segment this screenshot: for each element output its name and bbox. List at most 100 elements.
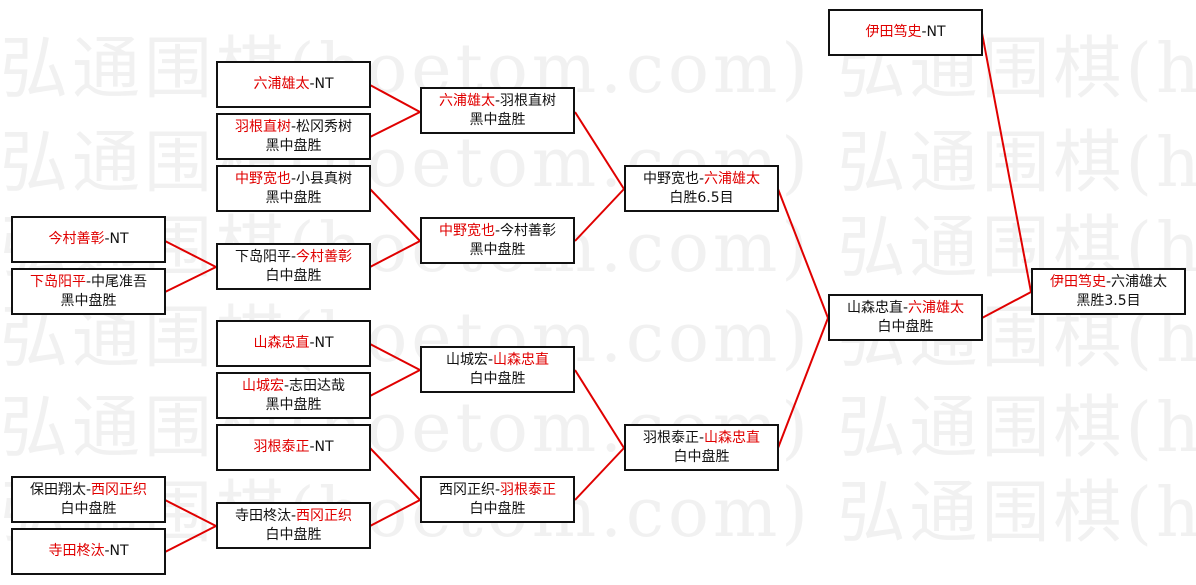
match-result: 黑中盘胜 — [265, 189, 322, 206]
winner-name: 六浦雄太 — [253, 76, 310, 92]
match-players: 六浦雄太-NT — [253, 75, 333, 94]
match-result: 黑中盘胜 — [60, 292, 117, 309]
player-separator: - — [494, 92, 501, 109]
winner-name: 中野宽也 — [234, 170, 291, 187]
player-name: 山城宏 — [445, 351, 488, 368]
player-separator: - — [85, 273, 92, 290]
winner-name: 下岛阳平 — [29, 273, 86, 290]
winner-name: 伊田笃史 — [865, 24, 922, 40]
match-players: 伊田笃史-六浦雄太 — [1050, 273, 1167, 292]
match-box: 羽根泰正-NT — [216, 424, 371, 471]
player-name: NT — [109, 543, 129, 559]
match-box: 保田翔太-西冈正织白中盘胜 — [11, 476, 166, 523]
match-players: 寺田柊汰-NT — [48, 542, 128, 561]
match-result: 白胜6.5目 — [669, 189, 734, 206]
connector-line — [164, 240, 217, 268]
winner-name: 山森忠直 — [493, 351, 550, 368]
match-players: 山森忠直-NT — [253, 334, 333, 353]
match-box: 寺田柊汰-NT — [11, 528, 166, 575]
match-result: 黑胜3.5目 — [1076, 292, 1141, 309]
match-box: 下岛阳平-今村善彰白中盘胜 — [216, 243, 371, 290]
player-name: 山森忠直 — [846, 299, 903, 316]
match-players: 今村善彰-NT — [48, 230, 128, 249]
player-separator: - — [494, 222, 501, 239]
player-separator: - — [104, 543, 110, 559]
player-separator: - — [1105, 273, 1112, 290]
winner-name: 西冈正织 — [91, 481, 148, 498]
connector-line — [574, 188, 625, 242]
match-players: 羽根泰正-NT — [253, 438, 333, 457]
match-players: 羽根泰正-山森忠直 — [643, 429, 760, 448]
player-separator: - — [921, 24, 927, 40]
connector-line — [164, 525, 217, 553]
match-box: 中野宽也-六浦雄太白胜6.5目 — [624, 165, 779, 212]
match-box: 山城宏-志田达哉黑中盘胜 — [216, 372, 371, 419]
connector-line — [574, 111, 625, 190]
match-box: 下岛阳平-中尾准吾黑中盘胜 — [11, 268, 166, 315]
player-name: 志田达哉 — [289, 377, 346, 394]
player-name: 中尾准吾 — [91, 273, 148, 290]
player-name: NT — [314, 439, 334, 455]
match-players: 山城宏-志田达哉 — [242, 377, 345, 396]
player-separator: - — [309, 439, 315, 455]
player-name: 保田翔太 — [29, 481, 86, 498]
player-name: 羽根泰正 — [642, 429, 699, 446]
connector-line — [981, 32, 1032, 293]
player-separator: - — [494, 481, 501, 498]
player-separator: - — [487, 351, 494, 368]
winner-name: 山森忠直 — [253, 335, 310, 351]
player-name: 中野宽也 — [642, 170, 699, 187]
player-separator: - — [290, 118, 297, 135]
connector-line — [164, 266, 217, 293]
connector-line — [369, 343, 421, 371]
match-result: 白中盘胜 — [265, 267, 322, 284]
connector-line — [574, 447, 625, 501]
player-name: 松冈秀树 — [296, 118, 353, 135]
match-result: 黑中盘胜 — [469, 241, 526, 258]
match-players: 伊田笃史-NT — [865, 23, 945, 42]
match-box: 中野宽也-今村善彰黑中盘胜 — [420, 217, 575, 264]
match-box: 伊田笃史-NT — [828, 9, 983, 56]
winner-name: 寺田柊汰 — [48, 543, 105, 559]
player-separator: - — [290, 248, 297, 265]
connector-line — [369, 111, 421, 138]
player-name: 羽根直树 — [500, 92, 557, 109]
player-separator: - — [283, 377, 290, 394]
match-players: 中野宽也-六浦雄太 — [643, 170, 760, 189]
winner-name: 六浦雄太 — [908, 299, 965, 316]
player-separator: - — [698, 429, 705, 446]
match-result: 白中盘胜 — [469, 370, 526, 387]
player-name: NT — [314, 335, 334, 351]
match-players: 下岛阳平-中尾准吾 — [30, 273, 147, 292]
match-result: 白中盘胜 — [60, 500, 117, 517]
match-box: 西冈正织-羽根泰正白中盘胜 — [420, 476, 575, 523]
match-box: 羽根泰正-山森忠直白中盘胜 — [624, 424, 779, 471]
match-box: 山森忠直-NT — [216, 320, 371, 367]
player-separator: - — [309, 335, 315, 351]
match-result: 白中盘胜 — [877, 318, 934, 335]
player-separator: - — [104, 231, 110, 247]
match-players: 保田翔太-西冈正织 — [30, 481, 147, 500]
player-name: NT — [926, 24, 946, 40]
match-players: 山城宏-山森忠直 — [446, 351, 549, 370]
winner-name: 中野宽也 — [438, 222, 495, 239]
match-players: 中野宽也-今村善彰 — [439, 222, 556, 241]
winner-name: 山城宏 — [241, 377, 284, 394]
match-box: 中野宽也-小县真树黑中盘胜 — [216, 165, 371, 212]
match-box: 羽根直树-松冈秀树黑中盘胜 — [216, 113, 371, 160]
match-players: 下岛阳平-今村善彰 — [235, 248, 352, 267]
match-result: 黑中盘胜 — [265, 137, 322, 154]
match-players: 山森忠直-六浦雄太 — [847, 299, 964, 318]
match-players: 羽根直树-松冈秀树 — [235, 118, 352, 137]
match-box: 六浦雄太-NT — [216, 61, 371, 108]
player-separator: - — [85, 481, 92, 498]
connector-line — [777, 317, 829, 449]
player-name: NT — [109, 231, 129, 247]
winner-name: 羽根直树 — [234, 118, 291, 135]
match-box: 山城宏-山森忠直白中盘胜 — [420, 346, 575, 393]
player-name: 六浦雄太 — [1111, 273, 1168, 290]
connector-line — [369, 240, 421, 268]
match-players: 中野宽也-小县真树 — [235, 170, 352, 189]
winner-name: 羽根泰正 — [253, 439, 310, 455]
player-separator: - — [698, 170, 705, 187]
